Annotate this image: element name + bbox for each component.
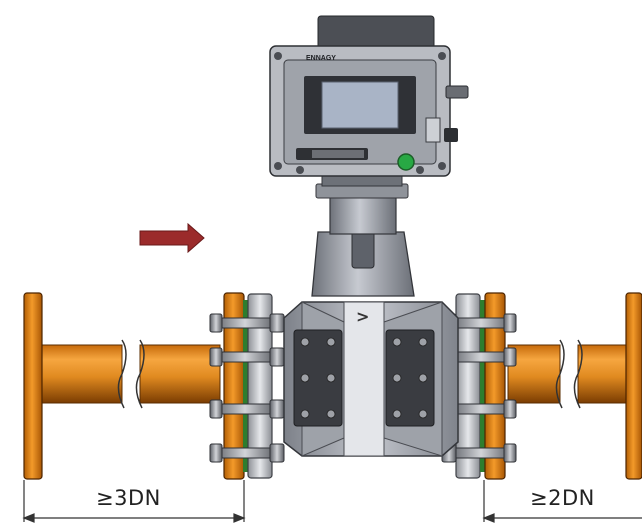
indicator-green-icon [397, 153, 415, 171]
card-slot [296, 148, 368, 160]
downstream-mating-flange [455, 292, 506, 480]
upstream-pipe [39, 339, 221, 409]
upstream-bolts [209, 313, 285, 463]
flow-arrow-icon [139, 222, 205, 254]
upstream-mating-flange [223, 292, 273, 480]
upstream-length-label: ≥3DN [96, 486, 161, 510]
meter-neck [311, 169, 415, 297]
downstream-length-label: ≥2DN [530, 486, 595, 510]
upstream-dimension-line [22, 480, 246, 523]
downstream-end-flange [625, 292, 642, 480]
upstream-end-flange [23, 292, 43, 480]
device-brand-logo: ENNAGY [306, 55, 336, 62]
body-arrow-glyph: > [356, 307, 369, 326]
body-side-plate-right [385, 329, 435, 427]
downstream-pipe [507, 339, 631, 409]
body-side-plate-left [293, 329, 343, 427]
downstream-dimension-line [482, 480, 642, 523]
display-screen [304, 76, 416, 134]
